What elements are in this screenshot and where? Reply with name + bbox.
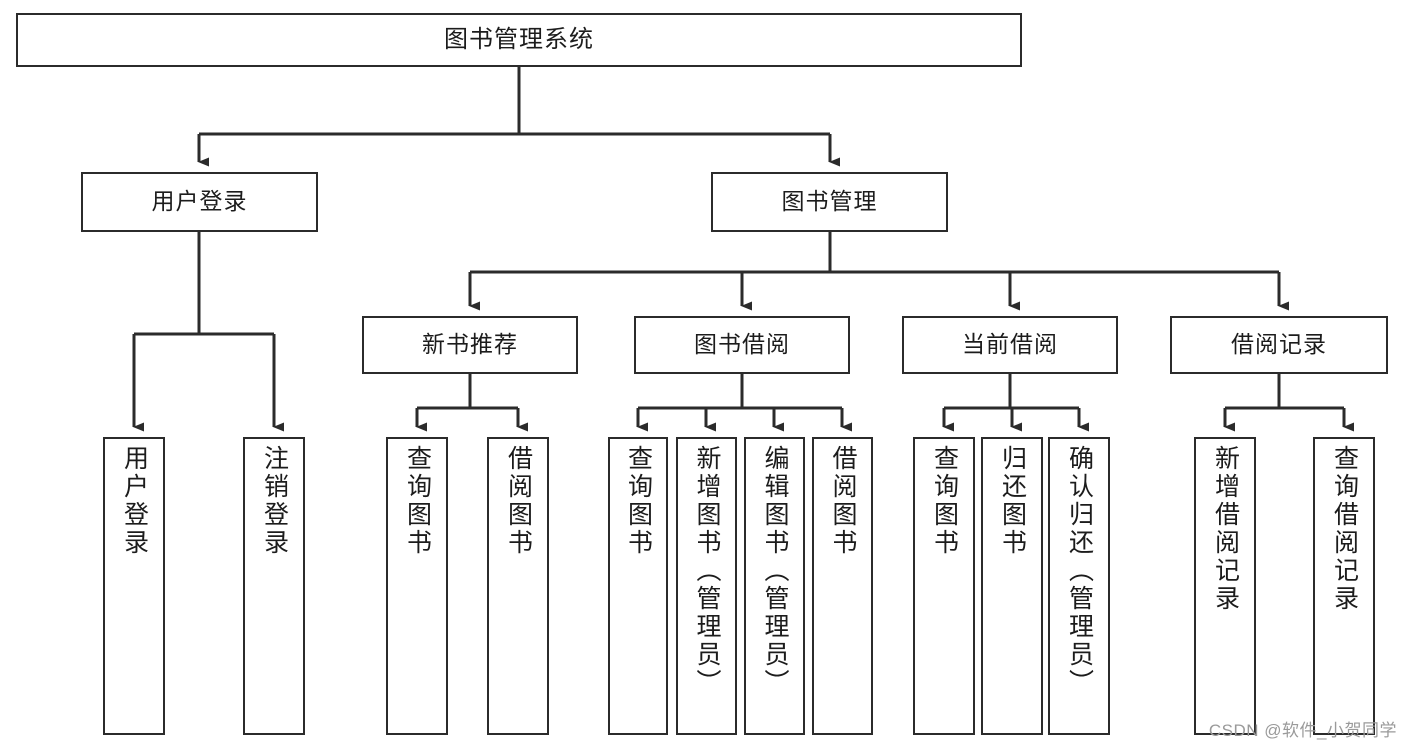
node-leaf-add-book-admin-label: 新增图书（管理员） <box>693 445 721 697</box>
node-leaf-user-logout[interactable]: 注销登录 <box>243 437 305 735</box>
node-leaf-query-book-borrow[interactable]: 查询图书 <box>608 437 668 735</box>
node-leaf-user-login-label: 用户登录 <box>120 445 149 557</box>
node-root[interactable]: 图书管理系统 <box>16 13 1022 67</box>
node-new-book-recommend-label: 新书推荐 <box>422 331 518 358</box>
node-leaf-borrow-book-recommend[interactable]: 借阅图书 <box>487 437 549 735</box>
node-leaf-edit-book-admin[interactable]: 编辑图书（管理员） <box>744 437 805 735</box>
node-leaf-query-book-recommend-label: 查询图书 <box>403 445 432 557</box>
node-leaf-query-borrow-record-label: 查询借阅记录 <box>1330 445 1359 613</box>
node-leaf-query-book-recommend[interactable]: 查询图书 <box>386 437 448 735</box>
node-leaf-edit-book-admin-label: 编辑图书（管理员） <box>761 445 789 697</box>
node-leaf-borrow-book[interactable]: 借阅图书 <box>812 437 873 735</box>
node-book-management-label: 图书管理 <box>781 188 878 215</box>
node-leaf-confirm-return-admin[interactable]: 确认归还（管理员） <box>1048 437 1110 735</box>
node-root-label: 图书管理系统 <box>444 25 594 53</box>
node-book-borrow[interactable]: 图书借阅 <box>634 316 850 374</box>
node-current-borrow-label: 当前借阅 <box>962 331 1058 358</box>
csdn-watermark: CSDN @软件_小贺同学 <box>1208 721 1397 740</box>
node-leaf-borrow-book-label: 借阅图书 <box>829 445 857 557</box>
node-leaf-user-login[interactable]: 用户登录 <box>103 437 165 735</box>
node-user-login[interactable]: 用户登录 <box>81 172 318 232</box>
node-leaf-add-borrow-record-label: 新增借阅记录 <box>1211 445 1240 613</box>
node-borrow-records[interactable]: 借阅记录 <box>1170 316 1388 374</box>
node-book-borrow-label: 图书借阅 <box>694 331 790 358</box>
node-leaf-add-book-admin[interactable]: 新增图书（管理员） <box>676 437 737 735</box>
node-leaf-query-borrow-record[interactable]: 查询借阅记录 <box>1313 437 1375 735</box>
node-leaf-query-book-current-label: 查询图书 <box>930 445 959 557</box>
node-borrow-records-label: 借阅记录 <box>1231 331 1327 358</box>
node-new-book-recommend[interactable]: 新书推荐 <box>362 316 578 374</box>
node-book-management[interactable]: 图书管理 <box>711 172 948 232</box>
node-user-login-label: 用户登录 <box>151 188 248 215</box>
node-leaf-add-borrow-record[interactable]: 新增借阅记录 <box>1194 437 1256 735</box>
node-leaf-borrow-book-recommend-label: 借阅图书 <box>504 445 533 557</box>
node-leaf-query-book-borrow-label: 查询图书 <box>624 445 653 557</box>
node-current-borrow[interactable]: 当前借阅 <box>902 316 1118 374</box>
node-leaf-return-book[interactable]: 归还图书 <box>981 437 1043 735</box>
node-leaf-query-book-current[interactable]: 查询图书 <box>913 437 975 735</box>
node-leaf-confirm-return-admin-label: 确认归还（管理员） <box>1065 445 1094 697</box>
node-leaf-return-book-label: 归还图书 <box>998 445 1027 557</box>
node-leaf-user-logout-label: 注销登录 <box>260 445 289 557</box>
